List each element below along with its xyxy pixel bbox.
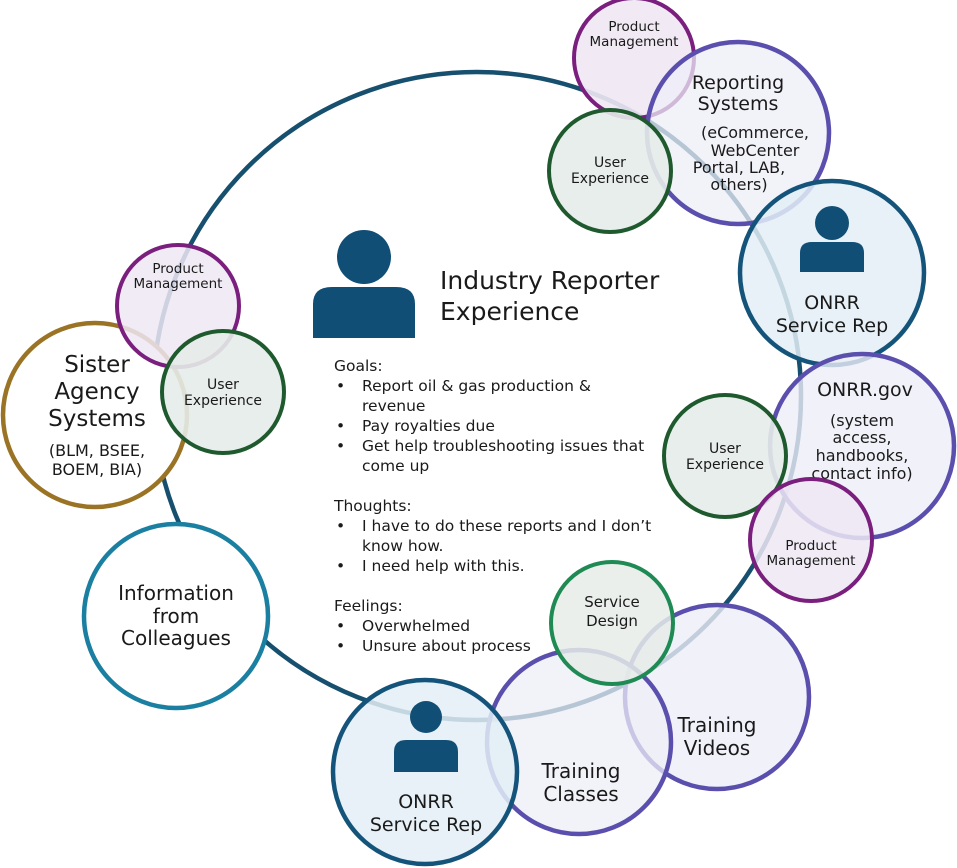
ux-left-line2: Experience [184,393,262,409]
pm-top-line2: Management [590,34,679,50]
reporting-line3: (eCommerce, [701,123,809,142]
colleagues-line3: Colleagues [121,626,231,650]
pm-right-line1: Product [785,538,836,554]
node-onrr-service-rep-bottom: ONRR Service Rep [330,677,520,867]
thoughts-list: I have to do these reports and I don’t k… [334,516,654,576]
goals-list: Report oil & gas production & revenue Pa… [334,376,654,476]
reporting-line5: Portal, LAB, [693,158,785,177]
goals-section: Goals: Report oil & gas production & rev… [334,356,654,476]
goals-heading: Goals: [334,357,383,375]
pm-right-line2: Management [767,553,856,569]
onrr-gov-line1: ONRR.gov [817,379,913,401]
service-rep-top-line1: ONRR [804,292,860,314]
title-line1: Industry Reporter [440,266,660,295]
sister-line3: Systems [48,406,146,432]
goals-item: Pay royalties due [334,416,654,436]
thoughts-section: Thoughts: I have to do these reports and… [334,496,654,576]
training-videos-line1: Training [677,713,757,737]
sister-line5: BOEM, BIA) [52,460,142,479]
goals-item: Get help troubleshooting issues that com… [334,436,654,476]
feelings-section: Feelings: Overwhelmed Unsure about proce… [334,596,654,656]
onrr-gov-line4: handbooks, [816,446,909,465]
node-information-from-colleagues: Information from Colleagues [81,521,271,711]
training-videos-line2: Videos [684,736,750,760]
service-rep-bottom-line1: ONRR [398,791,454,813]
node-user-experience-right: User Experience [662,393,788,519]
ux-left-line1: User [207,377,239,393]
ux-right-line2: Experience [686,457,764,473]
ux-top-line2: Experience [571,171,649,187]
node-reporting-systems: Reporting Systems (eCommerce, WebCenter … [644,39,832,227]
colleagues-line2: from [153,604,200,628]
node-product-management-right: Product Management [748,477,874,603]
thoughts-heading: Thoughts: [334,497,412,515]
person-icon-service-rep-bottom [394,701,458,772]
pm-left-line1: Product [152,261,203,277]
onrr-gov-line3: access, [833,428,892,447]
feelings-item: Overwhelmed [334,616,654,636]
person-icon [313,230,415,338]
training-classes-line2: Classes [543,782,618,806]
reporting-line2: Systems [698,93,779,115]
sister-line4: (BLM, BSEE, [49,441,145,460]
colleagues-line1: Information [118,581,234,605]
thoughts-item: I have to do these reports and I don’t k… [334,516,654,556]
thoughts-item: I need help with this. [334,556,654,576]
reporting-line6: others) [710,175,767,194]
sister-line1: Sister [64,352,130,378]
ux-right-line1: User [709,441,741,457]
service-rep-bottom-line2: Service Rep [370,814,482,836]
feelings-list: Overwhelmed Unsure about process [334,616,654,656]
node-user-experience-left: User Experience [160,329,286,455]
title-line2: Experience [440,297,579,326]
node-sister-agency-systems: Sister Agency Systems (BLM, BSEE, BOEM, … [0,320,190,510]
goals-item: Report oil & gas production & revenue [334,376,654,416]
ux-top-line1: User [594,155,626,171]
reporting-line1: Reporting [692,72,784,94]
node-user-experience-top: User Experience [547,108,673,234]
pm-left-line2: Management [134,276,223,292]
pm-top-line1: Product [608,19,659,35]
onrr-gov-line5: contact info) [811,464,912,483]
onrr-gov-line2: (system [830,411,894,430]
service-rep-top-line2: Service Rep [776,315,888,337]
training-classes-line1: Training [541,759,621,783]
person-icon-service-rep-top [800,206,864,272]
feelings-item: Unsure about process [334,636,654,656]
center-text-block: Goals: Report oil & gas production & rev… [334,356,654,676]
sister-line2: Agency [54,379,139,405]
node-onrr-service-rep-top: ONRR Service Rep [737,178,927,368]
reporting-line4: WebCenter [711,141,800,160]
service-design-line1: Service [584,593,639,611]
feelings-heading: Feelings: [334,597,403,615]
